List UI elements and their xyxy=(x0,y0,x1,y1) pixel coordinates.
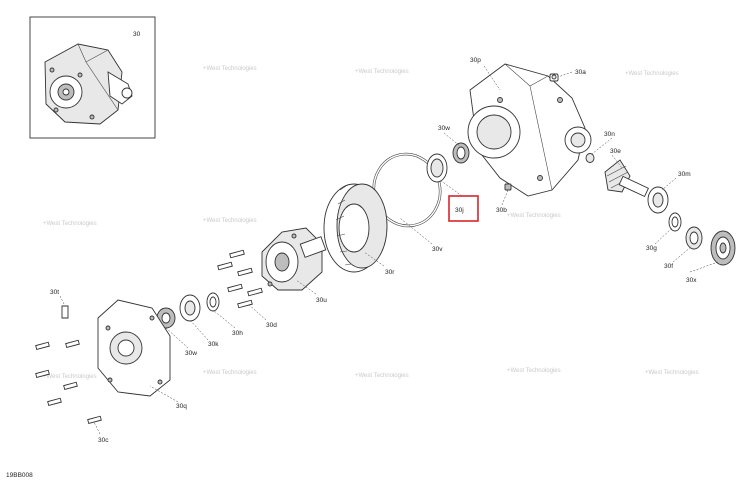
label-30n: 30n xyxy=(604,131,615,138)
bolts-30c xyxy=(35,339,102,425)
label-30p: 30p xyxy=(470,57,481,64)
bearing-30j xyxy=(426,153,448,183)
label-30a: 30a xyxy=(575,69,586,76)
label-30c: 30c xyxy=(98,437,109,444)
leader-lines xyxy=(59,65,719,435)
seal-30w-top xyxy=(452,142,470,164)
label-30m: 30m xyxy=(678,171,691,178)
inset-label: 30 xyxy=(133,31,141,38)
watermark: +West Technologies xyxy=(355,373,409,379)
bearing-30k xyxy=(179,294,201,322)
flange-30x xyxy=(710,230,736,266)
pinion-gear-30e xyxy=(604,159,649,198)
bushing-30n xyxy=(585,153,595,163)
breather-30t xyxy=(61,305,69,319)
label-30u: 30u xyxy=(316,297,327,304)
label-30q: 30q xyxy=(176,403,187,410)
housing xyxy=(467,63,592,197)
watermark: +West Technologies xyxy=(203,370,257,376)
watermark: +West Technologies xyxy=(203,66,257,72)
label-30x: 30x xyxy=(686,277,697,284)
callout-labels: 30p 30a 30n 30e 30m 30g 30f 30x 30b 30w … xyxy=(50,57,697,444)
watermark: +West Technologies xyxy=(203,218,257,224)
document-id: 19BB008 xyxy=(6,472,33,479)
watermark: +West Technologies xyxy=(625,71,679,77)
cover-30q xyxy=(97,299,171,397)
label-30g: 30g xyxy=(646,245,657,252)
watermark: +West Technologies xyxy=(645,370,699,376)
label-30v: 30v xyxy=(432,246,443,253)
watermark: +West Technologies xyxy=(507,213,561,219)
bearing-30m xyxy=(647,186,669,214)
ring-gear-30r xyxy=(323,183,388,273)
label-30f: 30f xyxy=(664,263,673,270)
shim-30g xyxy=(668,212,682,232)
label-30k: 30k xyxy=(208,341,219,348)
watermarks: +West Technologies +West Technologies +W… xyxy=(43,66,699,380)
watermark: +West Technologies xyxy=(43,221,97,227)
seal-30h xyxy=(206,292,220,312)
watermark: +West Technologies xyxy=(507,368,561,374)
label-30e: 30e xyxy=(610,148,621,155)
watermark: +West Technologies xyxy=(43,374,97,380)
label-30h: 30h xyxy=(232,330,243,337)
label-30t: 30t xyxy=(50,289,59,296)
watermark: +West Technologies xyxy=(355,69,409,75)
label-30w-bottom: 30w xyxy=(185,350,197,357)
fitting-30a xyxy=(549,73,559,82)
label-30w-top: 30w xyxy=(438,125,450,132)
differential-carrier-30u xyxy=(261,227,327,291)
nut-30f xyxy=(685,226,703,250)
bolts-upper xyxy=(217,249,263,309)
label-30b: 30b xyxy=(496,207,507,214)
assembly-inset: 30 xyxy=(29,16,156,139)
assembled-differential-icon xyxy=(44,43,133,125)
label-30r: 30r xyxy=(385,269,395,276)
label-30j: 30j xyxy=(455,207,464,214)
label-30d: 30d xyxy=(266,322,277,329)
highlight-box-30j xyxy=(448,195,479,222)
plug-30b xyxy=(504,183,512,191)
